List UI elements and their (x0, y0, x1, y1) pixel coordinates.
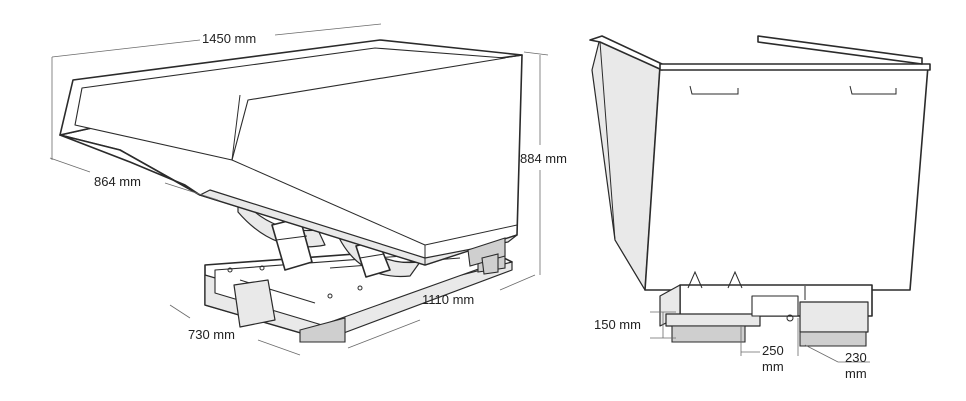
rear-hopper (589, 35, 931, 291)
rear-handle-right (849, 85, 897, 95)
frame-length-label: 1110 mm (422, 292, 474, 307)
rear-dimension-lines (650, 311, 870, 363)
rear-base (659, 270, 873, 347)
fork-pocket-width-value: 250 (762, 343, 784, 358)
width-label: 864 mm (94, 174, 141, 189)
perspective-dimension-lines (49, 23, 549, 356)
height-label: 884 mm (520, 151, 567, 166)
fork-gap-unit: mm (845, 366, 867, 381)
length-label: 1450 mm (202, 31, 256, 46)
hopper-body (59, 39, 523, 275)
fork-pocket-width-unit: mm (762, 359, 784, 374)
fork-height-label: 150 mm (594, 317, 641, 332)
perspective-view: 1450 mm 864 mm 884 mm 1110 mm 730 mm (49, 23, 567, 356)
fork-gap-value: 230 (845, 350, 867, 365)
rear-handle-left (689, 85, 739, 95)
fork-pocket-plate (233, 279, 276, 328)
frame-width-label: 730 mm (188, 327, 235, 342)
rear-view: 150 mm 250 mm 230 mm (589, 35, 931, 381)
